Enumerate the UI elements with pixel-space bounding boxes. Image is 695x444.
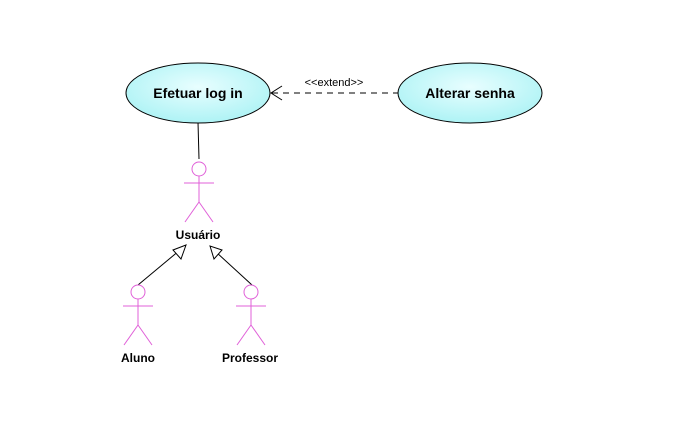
actor-user-label: Usuário bbox=[176, 228, 221, 242]
actor-user-head bbox=[191, 161, 207, 177]
generalization-student-arrowhead bbox=[172, 244, 187, 260]
extend-arrowhead bbox=[270, 85, 283, 101]
generalization-student-line bbox=[137, 249, 181, 286]
use-case-login-label: Efetuar log in bbox=[153, 85, 242, 101]
use-case-change-password[interactable]: Alterar senha bbox=[397, 62, 543, 124]
use-case-change-password-shape bbox=[397, 62, 543, 124]
generalization-teacher-arrowhead bbox=[209, 245, 223, 260]
actor-student[interactable] bbox=[123, 284, 153, 346]
extend-stereotype-label: <<extend>> bbox=[305, 77, 364, 89]
actor-student-label: Aluno bbox=[121, 351, 155, 365]
use-case-login-shape bbox=[125, 62, 271, 124]
actor-user[interactable] bbox=[184, 161, 214, 223]
use-case-login[interactable]: Efetuar log in bbox=[125, 62, 271, 124]
use-case-change-password-label: Alterar senha bbox=[425, 85, 515, 101]
actor-teacher-label: Professor bbox=[222, 351, 278, 365]
actor-teacher[interactable] bbox=[236, 284, 266, 346]
association-line bbox=[197, 121, 200, 160]
actor-student-head bbox=[130, 284, 146, 300]
actor-teacher-head bbox=[243, 284, 259, 300]
generalization-teacher-line bbox=[215, 251, 253, 286]
